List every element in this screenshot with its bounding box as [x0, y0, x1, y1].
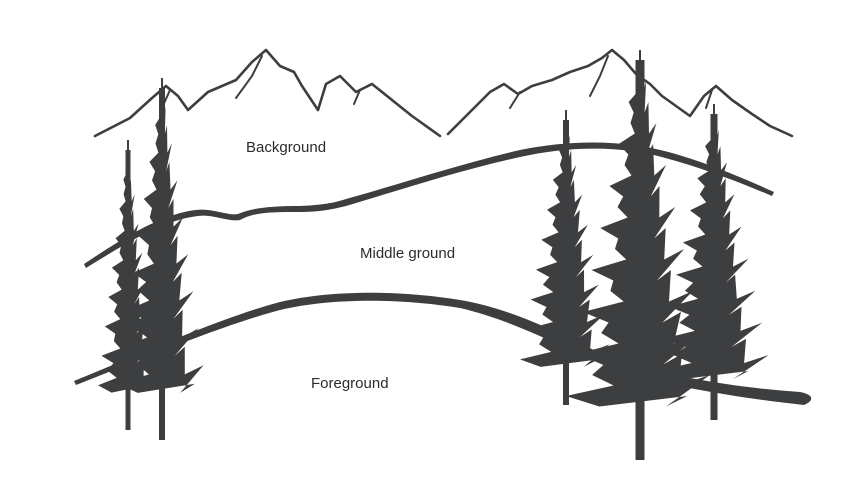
- tree-right-big-trunk: [635, 60, 645, 460]
- tree-group: [98, 50, 769, 460]
- right-mountain-range: [446, 48, 794, 138]
- foreground-ridge: [74, 292, 812, 405]
- foreground-label: Foreground: [311, 375, 389, 392]
- middle-ground-label: Middle ground: [360, 245, 456, 262]
- tree-right-tall-trunk: [710, 114, 718, 420]
- tree-right-small-trunk: [563, 120, 569, 405]
- background-label: Background: [246, 139, 327, 156]
- tree-left-tall-trunk: [159, 88, 165, 440]
- tree-left-small-trunk: [125, 150, 131, 430]
- left-mountain-range: [93, 48, 442, 138]
- right-mountain-detail: [509, 55, 713, 109]
